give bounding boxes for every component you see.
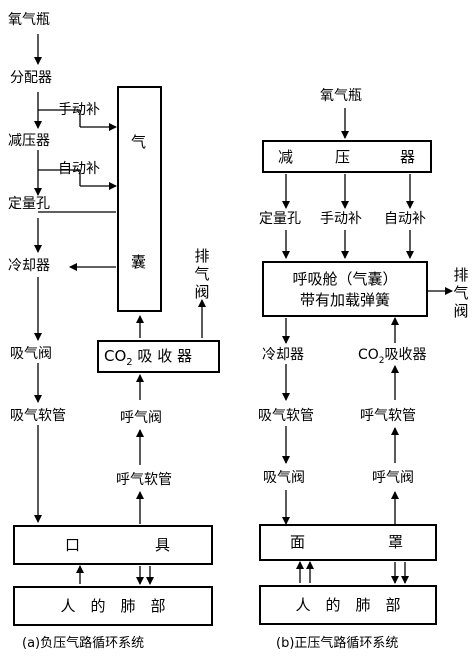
mask-box xyxy=(259,524,437,561)
lungs-label-left: 人 的 肺 部 xyxy=(60,597,166,615)
lungs-label-right: 人 的 肺 部 xyxy=(295,596,401,614)
co2-suffix: 吸 收 器 xyxy=(132,347,192,365)
label-auto-supply: 自动补 xyxy=(58,161,100,177)
label-inhale-valve-right: 吸气阀 xyxy=(263,470,305,486)
label-co2-absorber-right: CO2吸收器 xyxy=(358,347,427,369)
reducer-label-3: 器 xyxy=(400,148,416,166)
label-exhaust-valve: 排气阀 xyxy=(194,247,210,301)
label-pressure-reducer: 减压器 xyxy=(8,133,50,149)
caption-a: (a)负压气路循环系统 xyxy=(22,636,145,651)
label-distributor: 分配器 xyxy=(10,70,52,86)
co2-absorber-label: CO2 吸 收 器 xyxy=(104,347,192,372)
breathing-chamber-box xyxy=(262,261,428,317)
label-cooler-right: 冷却器 xyxy=(262,347,304,363)
co2-prefix: CO xyxy=(104,347,127,365)
label-inhale-hose: 吸气软管 xyxy=(10,408,66,424)
label-inhale-valve: 吸气阀 xyxy=(10,346,52,362)
label-auto-supply-right: 自动补 xyxy=(384,211,426,227)
label-oxygen-bottle: 氧气瓶 xyxy=(8,12,50,28)
label-manual-supply: 手动补 xyxy=(58,102,100,118)
airbag-box xyxy=(117,86,162,312)
label-exhale-valve-right: 呼气阀 xyxy=(372,470,414,486)
label-exhale-hose-right: 呼气软管 xyxy=(360,408,416,424)
airbag-label-1: 气 xyxy=(131,133,147,151)
label-oxygen-bottle-right: 氧气瓶 xyxy=(320,88,362,104)
airbag-label-2: 囊 xyxy=(131,253,147,271)
label-exhale-hose: 呼气软管 xyxy=(116,472,172,488)
label-manual-supply-right: 手动补 xyxy=(320,211,362,227)
label-exhaust-valve-right: 排气阀 xyxy=(453,266,469,320)
reducer-box xyxy=(262,140,432,173)
co2-subscript: 2 xyxy=(126,357,133,368)
chamber-label-2: 带有加载弹簧 xyxy=(299,291,390,309)
label-cooler: 冷却器 xyxy=(8,258,50,274)
label-fixed-orifice-right: 定量孔 xyxy=(259,211,301,227)
reducer-label-2: 压 xyxy=(335,148,351,166)
label-inhale-hose-right: 吸气软管 xyxy=(258,408,314,424)
chamber-label-1: 呼吸舱（气囊） xyxy=(292,270,398,288)
lungs-box-left xyxy=(13,586,213,626)
caption-b: (b)正压气路循环系统 xyxy=(276,636,399,651)
co2-suffix-right: 吸收器 xyxy=(384,347,427,363)
co2-subscript-right: 2 xyxy=(378,355,385,366)
mouthpiece-label-1: 口 xyxy=(65,536,81,554)
lungs-box-right xyxy=(259,585,437,625)
label-fixed-orifice: 定量孔 xyxy=(8,196,50,212)
mask-label-1: 面 xyxy=(290,533,306,551)
mask-label-2: 罩 xyxy=(388,533,404,551)
reducer-label-1: 减 xyxy=(278,148,294,166)
mouthpiece-box xyxy=(13,525,213,565)
mouthpiece-label-2: 具 xyxy=(155,536,171,554)
co2-prefix-right: CO xyxy=(358,347,379,363)
co2-absorber-box xyxy=(97,340,220,373)
label-exhale-valve: 呼气阀 xyxy=(120,410,162,426)
